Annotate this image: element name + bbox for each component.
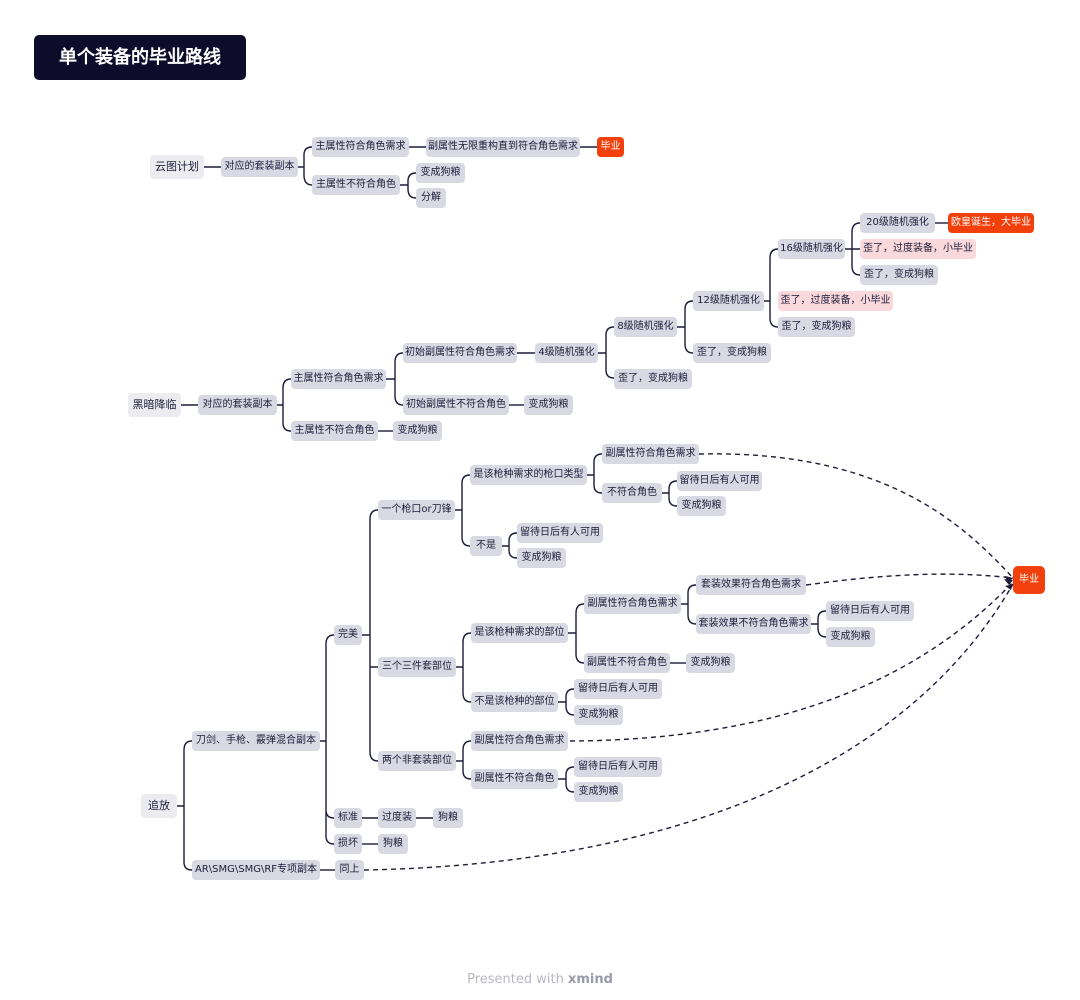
topic-node[interactable]: 留待日后有人可用 — [574, 679, 662, 699]
topic-node[interactable]: 12级随机强化 — [693, 291, 764, 311]
topic-node[interactable]: 主属性符合角色需求 — [312, 137, 409, 157]
topic-node[interactable]: 歪了，变成狗粮 — [693, 343, 771, 363]
topic-node[interactable]: AR\SMG\SMG\RF专项副本 — [192, 860, 320, 880]
topic-node[interactable]: 不是 — [470, 536, 502, 556]
topic-node[interactable]: 歪了，过度装备，小毕业 — [778, 291, 893, 311]
topic-node[interactable]: 副属性符合角色需求 — [471, 731, 568, 751]
topic-node[interactable]: 狗粮 — [378, 834, 408, 854]
topic-node[interactable]: 变成狗粮 — [686, 653, 735, 673]
root-node[interactable]: 黑暗降临 — [128, 393, 181, 417]
topic-node[interactable]: 套装效果符合角色需求 — [696, 575, 806, 595]
topic-node[interactable]: 变成狗粮 — [574, 705, 623, 725]
topic-node[interactable]: 狗粮 — [433, 808, 463, 828]
topic-node[interactable]: 标准 — [334, 808, 362, 828]
topic-node[interactable]: 副属性符合角色需求 — [584, 594, 681, 614]
topic-node[interactable]: 留待日后有人可用 — [517, 523, 603, 543]
graduation-node[interactable]: 欧皇诞生，大毕业 — [948, 213, 1034, 233]
topic-node[interactable]: 副属性不符合角色 — [584, 653, 670, 673]
topic-node[interactable]: 8级随机强化 — [614, 317, 677, 337]
topic-node[interactable]: 歪了，变成狗粮 — [778, 317, 855, 337]
topic-node[interactable]: 对应的套装副本 — [198, 395, 277, 415]
topic-node[interactable]: 不是该枪种的部位 — [471, 692, 558, 712]
topic-node[interactable]: 过度装 — [378, 808, 416, 828]
topic-node[interactable]: 变成狗粮 — [574, 782, 623, 802]
topic-node[interactable]: 变成狗粮 — [524, 395, 573, 415]
topic-node[interactable]: 变成狗粮 — [826, 627, 875, 647]
topic-node[interactable]: 主属性不符合角色 — [291, 421, 378, 441]
topic-node[interactable]: 副属性不符合角色 — [471, 769, 558, 789]
topic-node[interactable]: 同上 — [335, 860, 364, 880]
topic-node[interactable]: 是该枪种需求的部位 — [471, 623, 568, 643]
topic-node[interactable]: 4级随机强化 — [535, 343, 598, 363]
topic-node[interactable]: 一个枪口or刀锋 — [378, 500, 455, 520]
topic-node[interactable]: 留待日后有人可用 — [677, 471, 762, 491]
topic-node[interactable]: 对应的套装副本 — [221, 157, 298, 177]
topic-node[interactable]: 主属性符合角色需求 — [291, 369, 386, 389]
topic-node[interactable]: 变成狗粮 — [517, 548, 566, 568]
footer-prefix: Presented with — [467, 972, 564, 987]
root-node[interactable]: 追放 — [141, 794, 177, 818]
topic-node[interactable]: 损坏 — [334, 834, 362, 854]
topic-node[interactable]: 初始副属性符合角色需求 — [403, 343, 517, 363]
footer: Presented with xmind — [0, 972, 1080, 987]
topic-node[interactable]: 不符合角色 — [602, 483, 662, 503]
topic-node[interactable]: 完美 — [334, 625, 362, 645]
topic-node[interactable]: 三个三件套部位 — [378, 657, 456, 677]
graduation-node[interactable]: 毕业 — [597, 137, 624, 157]
topic-node[interactable]: 20级随机强化 — [860, 213, 935, 233]
topic-node[interactable]: 变成狗粮 — [677, 496, 726, 516]
topic-node[interactable]: 留待日后有人可用 — [826, 601, 914, 621]
page-title: 单个装备的毕业路线 — [34, 35, 246, 80]
topic-node[interactable]: 副属性符合角色需求 — [602, 444, 699, 464]
topic-node[interactable]: 分解 — [416, 188, 446, 208]
graduation-node[interactable]: 毕业 — [1013, 566, 1045, 594]
topic-node[interactable]: 变成狗粮 — [393, 421, 442, 441]
xmind-logo[interactable]: xmind — [567, 972, 613, 987]
topic-node[interactable]: 刀剑、手枪、霰弹混合副本 — [192, 731, 320, 751]
topic-node[interactable]: 主属性不符合角色 — [312, 175, 400, 195]
topic-node[interactable]: 是该枪种需求的枪口类型 — [470, 465, 587, 485]
topic-node[interactable]: 套装效果不符合角色需求 — [696, 614, 811, 634]
topic-node[interactable]: 变成狗粮 — [416, 163, 465, 183]
topic-node[interactable]: 副属性无限重构直到符合角色需求 — [426, 137, 580, 157]
topic-node[interactable]: 16级随机强化 — [778, 239, 845, 259]
topic-node[interactable]: 歪了，变成狗粮 — [614, 369, 692, 389]
topic-node[interactable]: 两个非套装部位 — [378, 751, 456, 771]
root-node[interactable]: 云图计划 — [150, 155, 204, 179]
topic-node[interactable]: 歪了，变成狗粮 — [860, 265, 938, 285]
topic-node[interactable]: 初始副属性不符合角色 — [403, 395, 509, 415]
topic-node[interactable]: 留待日后有人可用 — [574, 757, 662, 777]
topic-node[interactable]: 歪了，过度装备，小毕业 — [860, 239, 976, 259]
